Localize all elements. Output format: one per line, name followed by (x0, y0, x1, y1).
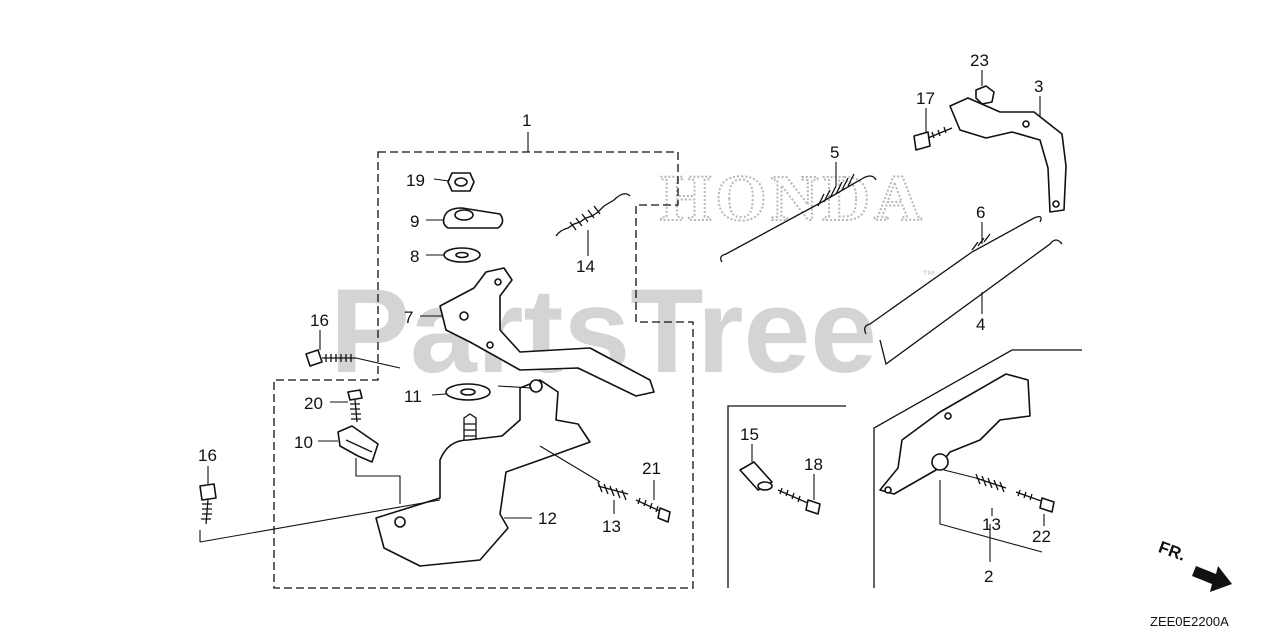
callout-12: 12 (538, 509, 557, 528)
callout-7: 7 (404, 308, 413, 327)
callout-4: 4 (976, 315, 985, 334)
spring-13-b (975, 473, 1007, 493)
callout-3: 3 (1034, 77, 1043, 96)
nut-19 (447, 172, 475, 192)
screw-21 (635, 497, 671, 523)
callout-13-right: 13 (982, 515, 1001, 534)
washer-11 (445, 383, 491, 401)
bolt-16-lower (199, 483, 217, 525)
callout-10: 10 (294, 433, 313, 452)
spring-rod-6 (864, 216, 1042, 335)
callout-17: 17 (916, 89, 935, 108)
nut-23 (975, 85, 995, 105)
governor-bracket-12 (375, 379, 591, 567)
front-arrow-label: FR. (1156, 538, 1188, 565)
assembly-1-outline (273, 151, 694, 589)
spring-rod-5 (720, 173, 877, 263)
callout-9: 9 (410, 212, 419, 231)
subbox-15-18 (727, 405, 846, 588)
callout-1: 1 (522, 111, 531, 130)
screw-20 (347, 389, 363, 423)
cam-plate-9 (442, 207, 504, 229)
callout-16-lower: 16 (198, 446, 217, 465)
callout-22: 22 (1032, 527, 1051, 546)
callout-20: 20 (304, 394, 323, 413)
rod-4 (879, 239, 1063, 366)
bolt-16-upper (305, 349, 356, 367)
collar-15 (739, 461, 773, 491)
screw-22 (1015, 489, 1055, 513)
bracket-arm-3 (949, 97, 1067, 213)
callout-6: 6 (976, 203, 985, 222)
callout-23: 23 (970, 51, 989, 70)
callout-8: 8 (410, 247, 419, 266)
callout-5: 5 (830, 143, 839, 162)
spring-13-a (597, 481, 629, 501)
bolt-18 (777, 487, 821, 515)
callout-21: 21 (642, 459, 661, 478)
control-plate-7 (439, 267, 655, 397)
subbox-2 (873, 349, 1082, 588)
callout-2: 2 (984, 567, 993, 586)
diagram-code: ZEE0E2200A (1150, 614, 1229, 629)
callout-13-left: 13 (602, 517, 621, 536)
callout-11: 11 (404, 387, 422, 406)
trademark-mark: ™ (922, 267, 936, 283)
callout-18: 18 (804, 455, 823, 474)
callout-19: 19 (406, 171, 425, 190)
honda-watermark: HONDA (660, 162, 926, 235)
callout-14: 14 (576, 257, 595, 276)
front-arrow-icon (1192, 566, 1232, 592)
bolt-17 (913, 126, 953, 151)
clip-10 (337, 425, 379, 463)
callout-15: 15 (740, 425, 759, 444)
bracket-2 (879, 373, 1031, 495)
callout-16-upper: 16 (310, 311, 329, 330)
spring-14 (555, 193, 631, 237)
washer-8 (443, 247, 481, 263)
